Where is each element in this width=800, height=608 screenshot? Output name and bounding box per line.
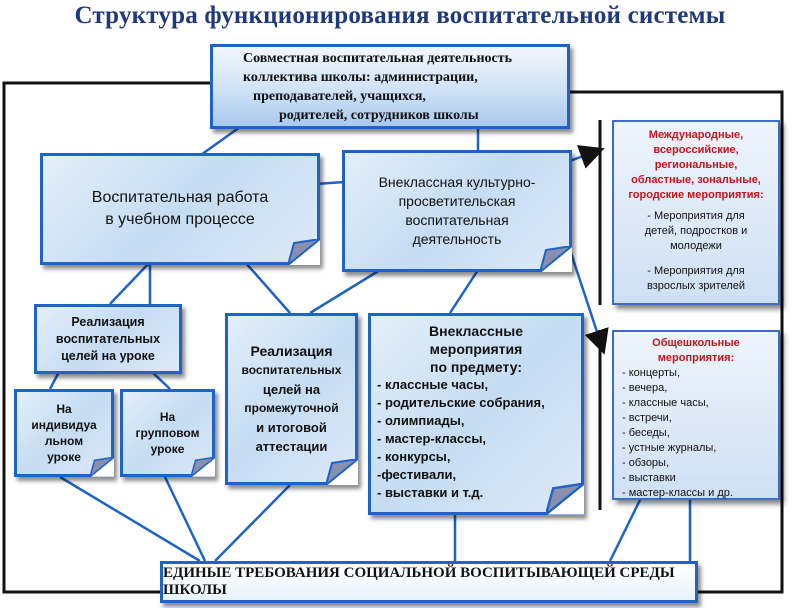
school-events-item: - вечера, bbox=[622, 382, 668, 394]
external-events-item: взрослых зрителей bbox=[646, 280, 746, 292]
educational-work-line: Воспитательная работа bbox=[91, 189, 269, 206]
subject-events-heading: Внеклассные bbox=[429, 323, 523, 339]
school-events-item: - выставки bbox=[622, 472, 676, 484]
school-events-heading: мероприятия: bbox=[657, 352, 735, 364]
school-events-heading: Общешкольные bbox=[652, 337, 740, 349]
attestation-goals-box: Реализация воспитательных целей на проме… bbox=[225, 313, 358, 485]
attestation-line: Реализация bbox=[250, 343, 333, 359]
page-fold-icon bbox=[288, 239, 320, 265]
extracurricular-line: деятельность bbox=[412, 231, 502, 247]
individual-lesson-line: индивидуа bbox=[31, 418, 97, 432]
subject-events-item: - родительские собрания, bbox=[377, 395, 545, 410]
extracurricular-line: просветительская bbox=[398, 193, 516, 209]
extracurricular-activity-box: Внеклассная культурно- просветительская … bbox=[342, 150, 572, 272]
page-fold-icon bbox=[90, 457, 114, 477]
subject-events-box: Внеклассные мероприятия по предмету: - к… bbox=[368, 313, 584, 515]
school-events-box: Общешкольные мероприятия: - концерты, - … bbox=[612, 330, 780, 500]
joint-activity-line: преподавателей, учащихся, bbox=[253, 88, 426, 104]
joint-activity-box: Совместная воспитательная деятельность к… bbox=[210, 44, 570, 129]
external-events-heading: Международные, bbox=[648, 129, 744, 141]
subject-events-item: - классные часы, bbox=[377, 377, 489, 392]
school-events-item: - встречи, bbox=[622, 412, 672, 424]
page-fold-icon bbox=[546, 483, 584, 515]
lesson-goals-line: воспитательных bbox=[55, 331, 161, 346]
unified-requirements-bar: ЕДИНЫЕ ТРЕБОВАНИЯ СОЦИАЛЬНОЙ ВОСПИТЫВАЮЩ… bbox=[160, 561, 698, 603]
page-fold-icon bbox=[326, 459, 358, 485]
joint-activity-line: Совместная воспитательная деятельность bbox=[243, 50, 513, 66]
external-events-item: молодежи bbox=[670, 240, 722, 252]
page-fold-icon bbox=[540, 246, 572, 272]
external-events-item: детей, подростков и bbox=[644, 225, 748, 237]
group-lesson-line: уроке bbox=[150, 442, 185, 456]
school-events-item: - концерты, bbox=[622, 367, 681, 379]
group-lesson-box: На групповом уроке bbox=[120, 389, 215, 477]
attestation-line: воспитательных bbox=[241, 363, 342, 377]
external-events-box: Международные, всероссийские, региональн… bbox=[612, 120, 780, 305]
subject-events-heading: мероприятия bbox=[429, 341, 523, 357]
lesson-goals-line: Реализация bbox=[71, 314, 145, 329]
external-events-item: - Мероприятия для bbox=[647, 210, 745, 222]
school-events-item: - устные журналы, bbox=[622, 442, 717, 454]
school-events-item: - обзоры, bbox=[622, 457, 670, 469]
lesson-goals-box: Реализация воспитательных целей на уроке bbox=[34, 304, 182, 374]
external-events-heading: областные, зональные, bbox=[631, 174, 761, 186]
attestation-line: и итоговой bbox=[256, 420, 327, 435]
attestation-line: промежуточной bbox=[244, 401, 339, 415]
individual-lesson-line: уроке bbox=[47, 450, 81, 464]
external-events-item: - Мероприятия для bbox=[647, 265, 745, 277]
attestation-line: целей на bbox=[262, 382, 321, 397]
extracurricular-line: Внеклассная культурно- bbox=[378, 174, 536, 190]
subject-events-item: - олимпиады, bbox=[377, 413, 465, 428]
school-events-item: - классные часы, bbox=[622, 397, 709, 409]
lesson-goals-line: целей на уроке bbox=[61, 348, 155, 363]
joint-activity-line: родителей, сотрудников школы bbox=[279, 107, 479, 123]
subject-events-item: - выставки и т.д. bbox=[377, 485, 484, 500]
group-lesson-line: На bbox=[159, 410, 176, 424]
subject-events-item: -фестивали, bbox=[377, 467, 457, 482]
group-lesson-line: групповом bbox=[135, 426, 200, 440]
extracurricular-line: воспитательная bbox=[405, 212, 509, 228]
external-events-heading: городские мероприятия: bbox=[628, 189, 764, 201]
school-events-item: - беседы, bbox=[622, 427, 670, 439]
subject-events-item: - мастер-классы, bbox=[377, 431, 487, 446]
page-title: Структура функционирования воспитательно… bbox=[74, 2, 726, 29]
subject-events-heading: по предмету: bbox=[429, 359, 522, 375]
external-events-heading: всероссийские, bbox=[653, 144, 739, 156]
individual-lesson-box: На индивидуа льном уроке bbox=[14, 389, 114, 477]
individual-lesson-line: льном bbox=[44, 434, 84, 448]
subject-events-item: - конкурсы, bbox=[377, 449, 451, 464]
page-fold-icon bbox=[191, 457, 215, 477]
unified-requirements-label: ЕДИНЫЕ ТРЕБОВАНИЯ СОЦИАЛЬНОЙ ВОСПИТЫВАЮЩ… bbox=[163, 565, 675, 598]
school-events-item: - мастер-классы и др. bbox=[622, 487, 733, 499]
joint-activity-line: коллектива школы: администрации, bbox=[243, 69, 478, 85]
educational-work-box: Воспитательная работа в учебном процессе bbox=[40, 153, 320, 265]
educational-work-line: в учебном процессе bbox=[105, 211, 255, 228]
attestation-line: аттестации bbox=[255, 439, 328, 454]
individual-lesson-line: На bbox=[56, 402, 72, 416]
external-events-heading: региональные, bbox=[654, 159, 738, 171]
